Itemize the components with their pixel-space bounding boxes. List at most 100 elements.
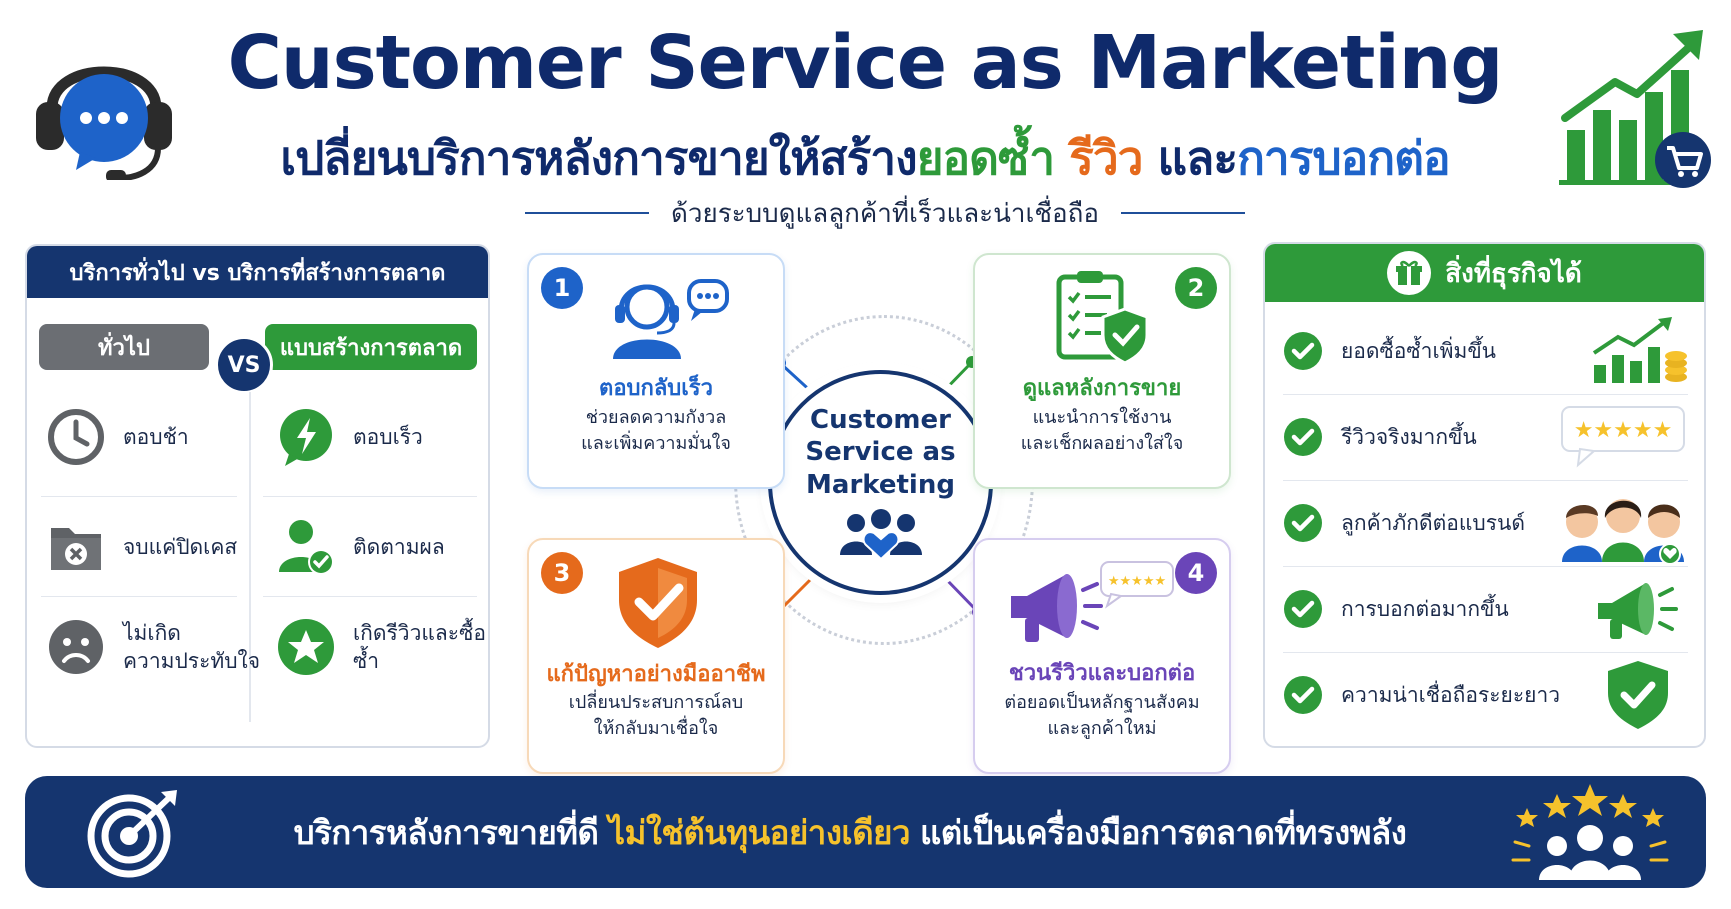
step-title: ดูแลหลังการขาย xyxy=(1022,376,1182,401)
subtitle-repeat: ยอดซ้ำ xyxy=(916,131,1056,185)
page-title: Customer Service as Marketing xyxy=(227,20,1504,106)
label-line2: ความประทับใจ xyxy=(123,649,261,673)
desc-line1: ต่อยอดเป็นหลักฐานสังคม xyxy=(1004,692,1200,713)
check-icon xyxy=(1284,332,1322,370)
step-number-badge: 3 xyxy=(541,552,583,594)
benefit-word-of-mouth: การบอกต่อมากขึ้น xyxy=(1283,568,1688,650)
benefit-divider xyxy=(1283,652,1688,653)
banner-highlight: ไม่ใช่ต้นทุนอย่างเดียว xyxy=(608,812,911,852)
desc-line2: และลูกค้าใหม่ xyxy=(1047,718,1157,740)
step-card-fast-reply: 1 ตอบกลับเร็ว ช่วยลดความกังวลและเพิ่มควา… xyxy=(527,253,785,489)
step-title: ตอบกลับเร็ว xyxy=(599,376,713,401)
comparison-panel: บริการทั่วไป vs บริการที่สร้างการตลาด ทั… xyxy=(25,244,490,748)
growth-coins-icon xyxy=(1592,317,1687,383)
tagline-divider-right xyxy=(1121,212,1245,214)
svg-text:★★★★★: ★★★★★ xyxy=(1108,574,1166,589)
tagline: ด้วยระบบดูแลลูกค้าที่เร็วและน่าเชื่อถือ xyxy=(670,198,1100,229)
general-item-label: ตอบช้า xyxy=(123,424,189,449)
step-description: ช่วยลดความกังวลและเพิ่มความมั่นใจ xyxy=(529,405,783,457)
column-divider xyxy=(249,392,251,722)
benefit-label: รีวิวจริงมากขึ้น xyxy=(1341,424,1477,449)
comparison-header: บริการทั่วไป vs บริการที่สร้างการตลาด xyxy=(27,246,488,298)
closed-folder-icon xyxy=(51,528,101,570)
step-description: แนะนำการใช้งานและเช็กผลอย่างใส่ใจ xyxy=(975,405,1229,457)
benefit-divider xyxy=(1283,480,1688,481)
gift-icon xyxy=(1387,251,1432,295)
clipboard-shield-icon xyxy=(1056,271,1149,365)
benefit-divider xyxy=(1283,394,1688,395)
banner-message: บริการหลังการขายที่ดี ไม่ใช่ต้นทุนอย่างเ… xyxy=(225,776,1475,888)
marketing-item-label: ตอบเร็ว xyxy=(353,424,423,449)
svg-text:★★★★★: ★★★★★ xyxy=(1574,418,1673,443)
vs-badge: VS xyxy=(215,336,273,394)
benefit-label: ลูกค้าภักดีต่อแบรนด์ xyxy=(1341,510,1526,535)
headset-chat-icon xyxy=(36,66,172,180)
people-heart-icon xyxy=(839,509,922,561)
marketing-item-review-repeat: เกิดรีวิวและซื้อซ้ำ xyxy=(275,616,488,678)
banner-text-part2: แต่เป็นเครื่องมือการตลาดที่ทรงพลัง xyxy=(920,812,1407,852)
benefit-brand-loyalty: ลูกค้าภักดีต่อแบรนด์ xyxy=(1283,482,1688,564)
step-number-badge: 1 xyxy=(541,267,583,309)
step-number-badge: 2 xyxy=(1175,267,1217,309)
general-item-label: จบแค่ปิดเคส xyxy=(123,534,238,559)
lightning-chat-icon xyxy=(280,409,332,466)
step-card-after-sales: 2 ดูแลหลังการขาย แนะนำการใช้งานและเช็กผล… xyxy=(973,253,1231,489)
clock-icon xyxy=(48,409,104,465)
subtitle-word-of-mouth: การบอกต่อ xyxy=(1237,131,1451,185)
agent-headset-icon xyxy=(613,279,729,359)
subtitle-review: รีวิว xyxy=(1069,131,1143,185)
row-divider xyxy=(41,596,237,597)
tagline-row: ด้วยระบบดูแลลูกค้าที่เร็วและน่าเชื่อถือ xyxy=(525,196,1245,230)
marketing-item-fast: ตอบเร็ว xyxy=(275,406,423,468)
check-icon xyxy=(1284,676,1322,714)
tagline-divider-left xyxy=(525,212,649,214)
benefit-label: ความน่าเชื่อถือระยะยาว xyxy=(1341,682,1561,707)
marketing-item-follow-up: ติดตามผล xyxy=(275,516,445,578)
user-check-icon xyxy=(279,520,334,575)
megaphone-stars-icon: ★★★★★ xyxy=(1011,561,1174,642)
step-description: เปลี่ยนประสบการณ์ลบให้กลับมาเชื่อใจ xyxy=(529,690,783,742)
desc-line1: เปลี่ยนประสบการณ์ลบ xyxy=(568,692,744,713)
growth-chart-cart-icon xyxy=(1559,30,1711,188)
bottom-banner: บริการหลังการขายที่ดี ไม่ใช่ต้นทุนอย่างเ… xyxy=(25,776,1706,888)
desc-line2: ให้กลับมาเชื่อใจ xyxy=(593,718,719,740)
check-icon xyxy=(1284,504,1322,542)
general-item-slow: ตอบช้า xyxy=(45,406,189,468)
benefit-real-reviews: รีวิวจริงมากขึ้น ★★★★★ xyxy=(1283,396,1688,478)
trust-shield-icon xyxy=(1608,661,1668,729)
five-star-review-icon: ★★★★★ xyxy=(1561,406,1685,468)
desc-line2: และเช็กผลอย่างใส่ใจ xyxy=(1020,433,1184,455)
star-badge-icon xyxy=(278,619,334,675)
benefit-label: การบอกต่อมากขึ้น xyxy=(1341,596,1509,621)
row-divider xyxy=(263,596,477,597)
step-title: ชวนรีวิวและบอกต่อ xyxy=(1008,661,1196,686)
step-title: แก้ปัญหาอย่างมืออาชีพ xyxy=(546,662,766,687)
target-arrow-icon xyxy=(87,790,177,878)
general-item-close-case: จบแค่ปิดเคส xyxy=(45,516,237,578)
benefits-panel: สิ่งที่ธุรกิจได้ ยอดซื้อซ้ำเพิ่มขึ้น รีว… xyxy=(1263,242,1706,748)
step-number-badge: 4 xyxy=(1175,552,1217,594)
marketing-item-label: ติดตามผล xyxy=(353,534,445,559)
sad-face-icon xyxy=(49,620,103,674)
check-icon xyxy=(1284,590,1322,628)
page-subtitle: เปลี่ยนบริการหลังการขายให้สร้างยอดซ้ำ รี… xyxy=(200,122,1530,195)
marketing-item-label: เกิดรีวิวและซื้อซ้ำ xyxy=(353,620,486,673)
benefits-title: สิ่งที่ธุรกิจได้ xyxy=(1445,258,1582,289)
shield-check-icon xyxy=(619,558,697,648)
desc-line1: แนะนำการใช้งาน xyxy=(1032,407,1172,428)
step-card-review-referral: 4 ★★★★★ ชวนรีวิวและบอกต่อ ต่อยอดเป็นหลัก… xyxy=(973,538,1231,774)
banner-text-part1: บริการหลังการขายที่ดี xyxy=(293,812,599,852)
general-column-label: ทั่วไป xyxy=(39,324,209,370)
row-divider xyxy=(263,496,477,497)
step-description: ต่อยอดเป็นหลักฐานสังคมและลูกค้าใหม่ xyxy=(975,690,1229,742)
hub-title: Customer Service as Marketing xyxy=(805,404,956,500)
center-hub: Customer Service as Marketing xyxy=(768,370,993,595)
desc-line1: ช่วยลดความกังวล xyxy=(585,407,727,428)
marketing-column-label: แบบสร้างการตลาด xyxy=(265,324,477,370)
subtitle-and: และ xyxy=(1157,131,1239,185)
general-item-no-impression: ไม่เกิดความประทับใจ xyxy=(45,616,260,678)
general-item-label: ไม่เกิดความประทับใจ xyxy=(123,619,260,676)
benefits-header: สิ่งที่ธุรกิจได้ xyxy=(1265,244,1704,302)
subtitle-part1: เปลี่ยนบริการหลังการขายให้สร้าง xyxy=(280,131,917,185)
benefit-repeat-purchase: ยอดซื้อซ้ำเพิ่มขึ้น xyxy=(1283,310,1688,392)
